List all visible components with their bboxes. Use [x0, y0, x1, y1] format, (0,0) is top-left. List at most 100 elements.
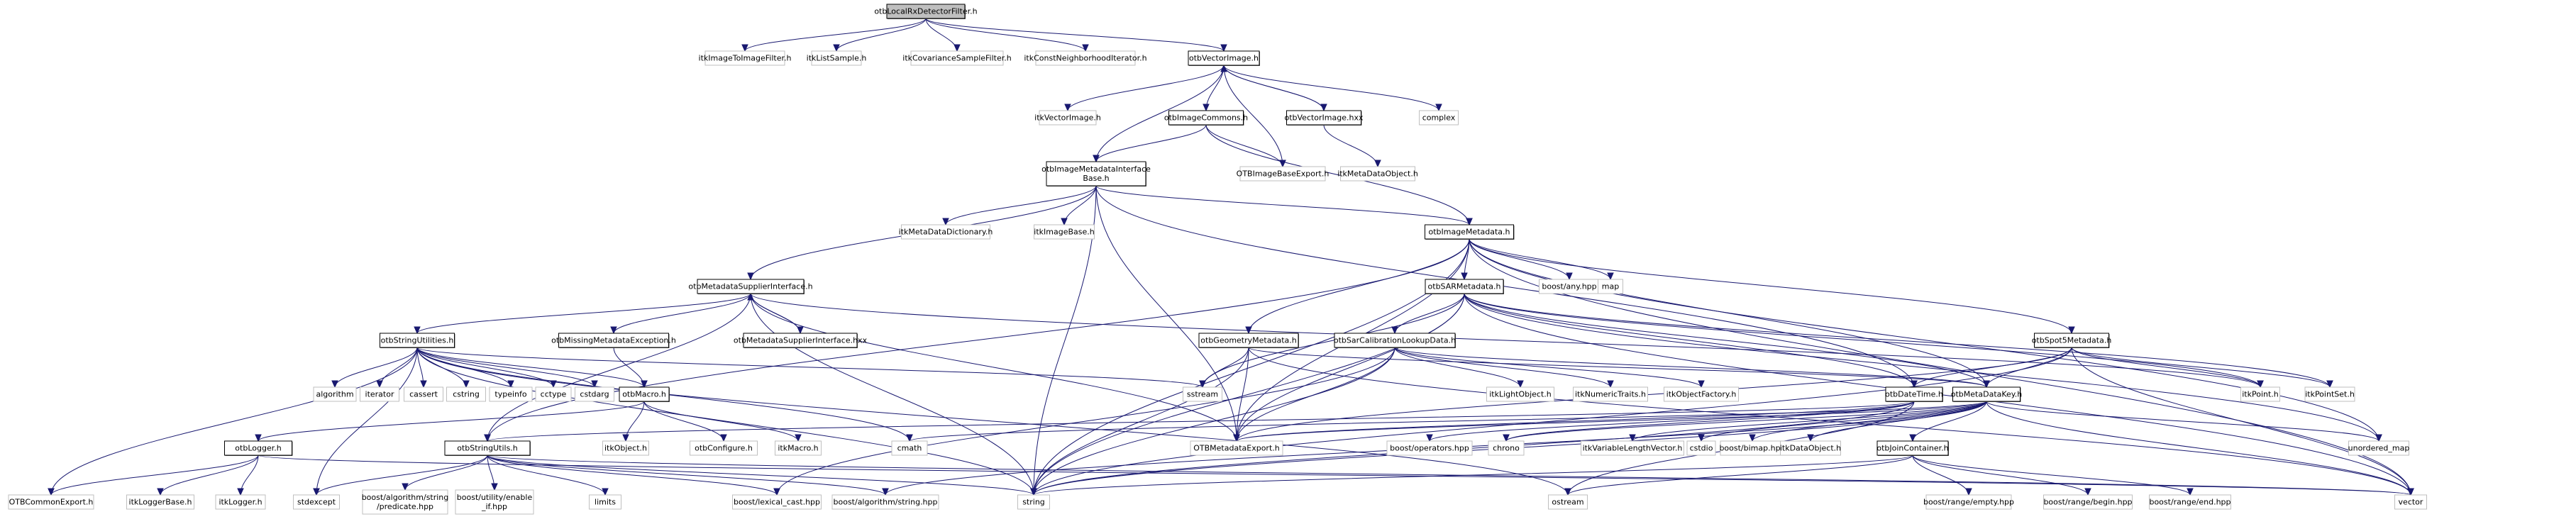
node-label: itkLoggerBase.h	[129, 498, 192, 507]
arrowhead-cassert	[420, 380, 427, 389]
arrowhead-itkObject	[622, 434, 629, 442]
node-box	[1488, 440, 1525, 456]
edge-otbSpot5Metadata-to-otbDateTime	[1913, 347, 2072, 388]
node-box	[2034, 333, 2109, 348]
node-boost-range-begin: boost/range/begin.hpp	[2043, 494, 2133, 510]
node-label: otbMetaDataKey.h	[1951, 390, 2022, 399]
node-otb-geometry-metadata[interactable]: otbGeometryMetadata.h	[1198, 333, 1299, 348]
node-box	[455, 489, 534, 515]
edge-otbVectorImage-to-complex	[1223, 65, 1439, 111]
node-boost-lexical-cast: boost/lexical_cast.hpp	[732, 494, 822, 510]
node-otb-vector-image-hxx[interactable]: otbVectorImage.hxx	[1284, 110, 1364, 126]
edge-otbStringUtilities-to-algorithm	[334, 347, 418, 388]
node-otb-s-a-r-metadata[interactable]: otbSARMetadata.h	[1425, 279, 1504, 294]
node-box	[2240, 386, 2280, 402]
node-label: complex	[1422, 113, 1456, 123]
node-iterator: iterator	[360, 386, 399, 402]
node--o-t-b-common-export: OTBCommonExport.h	[8, 494, 94, 510]
edge-root-to-otbVectorImage	[925, 18, 1225, 52]
edge-otbStringUtils-to-stdexcept	[316, 455, 488, 496]
node-otb-sar-calibration-lookup-data[interactable]: otbSarCalibrationLookupData.h	[1334, 333, 1456, 348]
node-boost-range-empty: boost/range/empty.hpp	[1923, 494, 2014, 510]
edge-otbImageMetadataInterfaceBase-to-otbDateTime	[1095, 185, 1915, 388]
node-label: cstdio	[1690, 444, 1713, 453]
node-boost-predicate: boost/algorithm/string/predicate.hpp	[362, 489, 449, 515]
node-otb-string-utilities[interactable]: otbStringUtilities.h	[380, 333, 455, 348]
edge-otbImageMetadata-to-otbStringUtils	[487, 238, 1470, 442]
node-boost-algorithm-string: boost/algorithm/string.hpp	[831, 494, 939, 510]
node-otb-metadata-supplier-interface-hxx[interactable]: otbMetadataSupplierInterface.hxx	[734, 333, 868, 348]
arrowhead-boostRangeEnd	[2187, 488, 2194, 496]
node-otb-string-utils[interactable]: otbStringUtils.h	[444, 440, 531, 456]
node-boost-operators: boost/operators.hpp	[1386, 440, 1473, 456]
node-label: boost/algorithm/string	[362, 493, 449, 502]
node-label: otbLogger.h	[235, 444, 281, 453]
node-boost-range-end: boost/range/end.hpp	[2149, 494, 2231, 510]
arrowhead-itkMetaDataDictionary	[942, 218, 949, 226]
edge-otbJoinContainer-to-boostRangeBegin	[1912, 455, 2089, 496]
node-box	[910, 50, 1004, 66]
arrowhead-otbImageCommons	[1203, 104, 1210, 112]
node-itk-point: itkPoint.h	[2240, 386, 2280, 402]
edge-otbDateTime-to-otbStringUtils	[487, 401, 1915, 442]
edge-otbImageMetadata-to-otbSpot5Metadata	[1469, 238, 2072, 334]
node-box	[1168, 110, 1244, 126]
node-box	[1548, 494, 1588, 510]
node-label: otbMetadataSupplierInterface.h	[688, 282, 812, 291]
node-otb-image-metadata[interactable]: otbImageMetadata.h	[1425, 224, 1515, 240]
node-box	[126, 494, 194, 510]
node-label: cstdarg	[580, 390, 609, 399]
node-root[interactable]: otbLocalRxDetectorFilter.h	[874, 4, 978, 19]
edge-otbImageMetadataInterfaceBase-to-OTBMetadataExport	[1095, 185, 1237, 442]
node-otb-date-time[interactable]: otbDateTime.h	[1885, 386, 1943, 402]
edge-otbMetaDataKey-to-OTBMetadataExport	[1236, 401, 1987, 442]
node--o-t-b-metadata-export: OTBMetadataExport.h	[1190, 440, 1283, 456]
node-itk-logger: itkLogger.h	[215, 494, 266, 510]
node-box	[589, 494, 621, 510]
node-otb-vector-image[interactable]: otbVectorImage.h	[1188, 50, 1260, 66]
node-box	[704, 50, 785, 66]
edge-otbVectorImage-to-OTBImageBaseExport	[1223, 65, 1283, 167]
node-ostream: ostream	[1548, 494, 1588, 510]
node-otb-join-container[interactable]: otbJoinContainer.h	[1876, 440, 1949, 456]
arrowhead-itkMacro	[795, 434, 802, 442]
edge-otbSarCalibrationLookupData-to-otbMetaDataKey	[1394, 347, 1987, 388]
node-otb-meta-data-key[interactable]: otbMetaDataKey.h	[1951, 386, 2022, 402]
node-label: /predicate.hpp	[377, 502, 433, 511]
node-otb-missing-metadata-exception[interactable]: otbMissingMetadataException.h	[551, 333, 676, 348]
edges-layer	[48, 18, 2414, 496]
edge-otbSpot5Metadata-to-OTBMetadataExport	[1236, 347, 2072, 442]
edge-otbStringUtilities-to-stdexcept	[316, 347, 418, 496]
edge-otbJoinContainer-to-boostRangeEnd	[1912, 455, 2191, 496]
node-chrono: chrono	[1488, 440, 1525, 456]
node-label: stdexcept	[297, 498, 336, 507]
edge-otbMetadataSupplierInterface-to-string	[750, 293, 1034, 496]
node-label: Base.h	[1083, 174, 1109, 183]
edge-otbStringUtilities-to-string	[416, 347, 1034, 496]
node-label: sstream	[1187, 390, 1218, 399]
arrowhead-otbSARMetadata	[1461, 272, 1468, 281]
node-otb-metadata-supplier-interface[interactable]: otbMetadataSupplierInterface.h	[688, 279, 813, 294]
arrowhead-unorderedMap	[2375, 434, 2382, 442]
arrowhead-otbVectorImage	[1220, 64, 1227, 72]
node-label: OTBCommonExport.h	[9, 498, 94, 507]
arrowhead-boostOperators	[1426, 434, 1433, 442]
node-otb-spot5-metadata[interactable]: otbSpot5Metadata.h	[2032, 333, 2112, 348]
edge-otbStringUtils-to-limits	[487, 455, 606, 496]
node-itk-numeric-traits: itkNumericTraits.h	[1573, 386, 1648, 402]
arrowhead-cstdio	[1698, 434, 1705, 442]
node-box	[224, 440, 292, 456]
node-box	[743, 333, 858, 348]
node-box	[362, 489, 448, 515]
node-otb-image-commons[interactable]: otbImageCommons.h	[1164, 110, 1248, 126]
node-label: boost/algorithm/string.hpp	[834, 498, 938, 507]
node-label: otbMissingMetadataException.h	[551, 336, 676, 345]
node-otb-logger[interactable]: otbLogger.h	[224, 440, 293, 456]
node-box	[1190, 440, 1283, 456]
edge-otbJoinContainer-to-string	[1033, 455, 1913, 496]
arrowhead-otbStringUtils	[484, 434, 491, 442]
node-otb-macro[interactable]: otbMacro.h	[619, 386, 670, 402]
node-box	[444, 440, 531, 456]
node-label: otbImageMetadata.h	[1428, 228, 1510, 237]
